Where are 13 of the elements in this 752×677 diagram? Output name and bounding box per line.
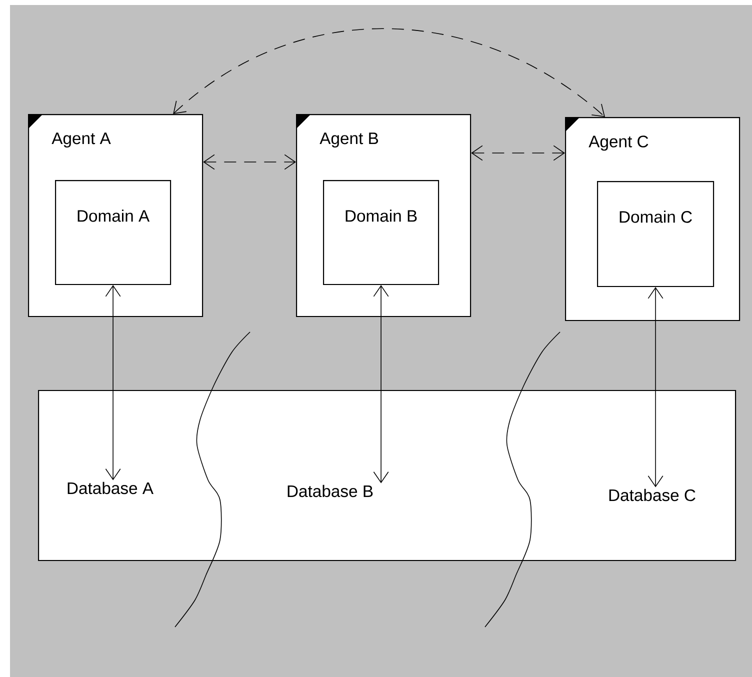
database-label: Database C bbox=[609, 488, 696, 502]
arrow bbox=[173, 28, 605, 117]
arrow bbox=[105, 285, 121, 480]
arrow bbox=[648, 287, 664, 488]
domain-box: Domain A bbox=[55, 180, 172, 286]
database-label: Database B bbox=[288, 484, 373, 498]
domain-box: Domain B bbox=[323, 180, 440, 286]
arrow bbox=[471, 145, 565, 161]
database-label: Database A bbox=[68, 482, 154, 494]
arrow bbox=[373, 285, 389, 484]
database-box bbox=[38, 390, 736, 562]
domain-box: Domain C bbox=[597, 181, 714, 288]
arrow bbox=[203, 154, 296, 170]
